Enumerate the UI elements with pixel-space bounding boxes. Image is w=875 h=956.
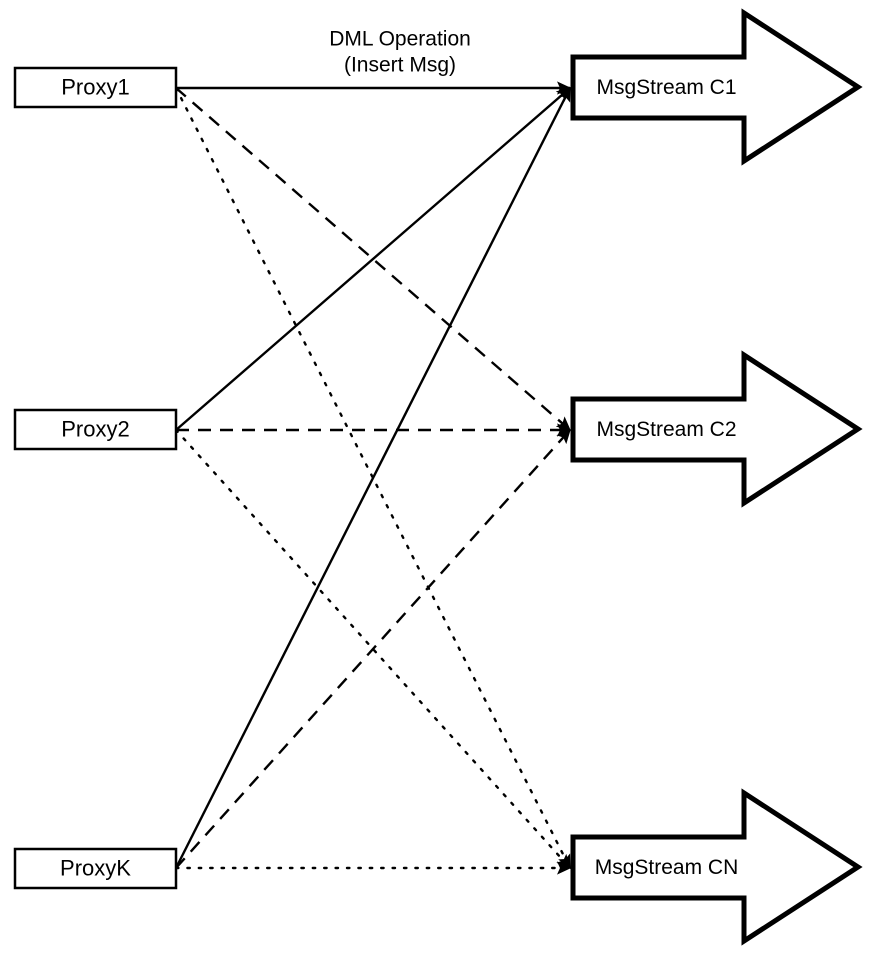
- dml-operation-label-line1: DML Operation: [329, 28, 471, 51]
- proxy-box-proxy2[interactable]: [13, 408, 178, 451]
- msgstream-node-cn[interactable]: MsgStream CN: [570, 788, 863, 946]
- proxy-box-proxyk[interactable]: [13, 847, 178, 890]
- proxy-node-proxy2[interactable]: Proxy2: [13, 408, 178, 451]
- msgstream-node-c2[interactable]: MsgStream C2: [570, 350, 863, 508]
- dml-operation-label-line2: (Insert Msg): [344, 54, 456, 77]
- connection-proxyk-c2: [175, 429, 571, 869]
- msgstream-node-c1[interactable]: MsgStream C1: [570, 8, 863, 166]
- proxy-label-proxy2: Proxy2: [61, 416, 129, 441]
- connection-line-proxyk-c1: [174, 86, 572, 869]
- msgstream-arrow-shape-c1[interactable]: [570, 8, 863, 166]
- msgstream-label-c2: MsgStream C2: [596, 418, 736, 441]
- connection-line-proxy2-cn: [174, 428, 572, 870]
- msgstream-arrow-shape-cn[interactable]: [570, 788, 863, 946]
- connection-proxyk-c1: [174, 86, 572, 869]
- proxy-box-proxy1[interactable]: [13, 66, 178, 109]
- streams-layer: MsgStream C1 MsgStream C2 MsgStream CN: [570, 8, 863, 946]
- connections-layer: [174, 81, 572, 875]
- proxy-node-proxy1[interactable]: Proxy1: [13, 66, 178, 109]
- proxy-node-proxyk[interactable]: ProxyK: [13, 847, 178, 890]
- connection-line-proxyk-c2: [175, 429, 571, 869]
- msgstream-label-cn: MsgStream CN: [595, 856, 739, 879]
- connection-proxy2-cn: [174, 428, 572, 870]
- msgstream-label-c1: MsgStream C1: [596, 76, 736, 99]
- connection-line-proxy2-c1: [175, 87, 571, 431]
- proxy-label-proxyk: ProxyK: [60, 855, 131, 880]
- proxy-label-proxy1: Proxy1: [61, 74, 129, 99]
- dml-operation-label: DML Operation (Insert Msg): [329, 28, 471, 77]
- connection-proxy2-c1: [175, 87, 571, 431]
- msgstream-arrow-shape-c2[interactable]: [570, 350, 863, 508]
